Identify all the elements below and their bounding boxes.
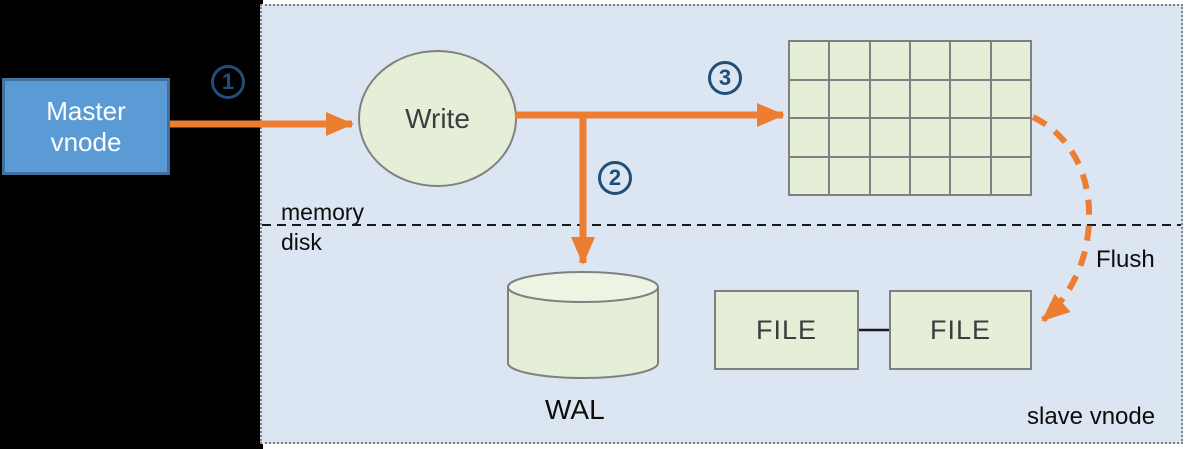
master-vnode-label-line1: Master	[46, 95, 126, 126]
memory-label: memory	[281, 199, 365, 225]
step-3-label: 3	[718, 65, 732, 90]
grid-cell	[830, 42, 869, 79]
grid-cell	[870, 42, 909, 79]
step-3-badge: 3	[708, 61, 742, 95]
grid-cell	[870, 157, 909, 194]
grid-cell	[910, 42, 950, 79]
grid-cell	[951, 42, 990, 79]
grid-cell	[870, 80, 909, 117]
file-box-right: FILE	[889, 290, 1032, 370]
write-node-label: Write	[405, 102, 470, 134]
wal-label: WAL	[545, 394, 605, 425]
file-box-right-label: FILE	[929, 314, 992, 345]
grid-cell	[910, 119, 950, 156]
master-vnode-box: Master vnode	[2, 78, 170, 175]
grid-cell	[790, 42, 829, 79]
step-1-label: 1	[221, 69, 235, 94]
grid-cell	[910, 80, 950, 117]
grid-cell	[870, 119, 909, 156]
grid-cell	[991, 42, 1030, 79]
slave-vnode-label: slave vnode	[1027, 403, 1156, 430]
grid-cell	[790, 119, 829, 156]
grid-cell	[991, 157, 1030, 194]
grid-cell	[910, 157, 950, 194]
grid-cell	[830, 119, 869, 156]
flush-label: Flush	[1096, 246, 1155, 273]
grid-cell	[951, 119, 990, 156]
grid-cell	[991, 119, 1030, 156]
step-2-badge: 2	[598, 161, 632, 195]
disk-label: disk	[281, 229, 322, 255]
step-2-label: 2	[608, 165, 622, 190]
grid-cell	[790, 157, 829, 194]
grid-cell	[951, 157, 990, 194]
master-vnode-label-line2: vnode	[50, 126, 122, 157]
step-1-badge: 1	[211, 65, 245, 99]
write-node: Write	[358, 50, 517, 187]
memory-table-grid	[788, 40, 1032, 196]
grid-cell	[991, 80, 1030, 117]
grid-cell	[790, 80, 829, 117]
file-box-left: FILE	[714, 290, 859, 370]
file-box-left-label: FILE	[755, 314, 818, 345]
grid-cell	[830, 80, 869, 117]
grid-cell	[951, 80, 990, 117]
grid-cell	[830, 157, 869, 194]
